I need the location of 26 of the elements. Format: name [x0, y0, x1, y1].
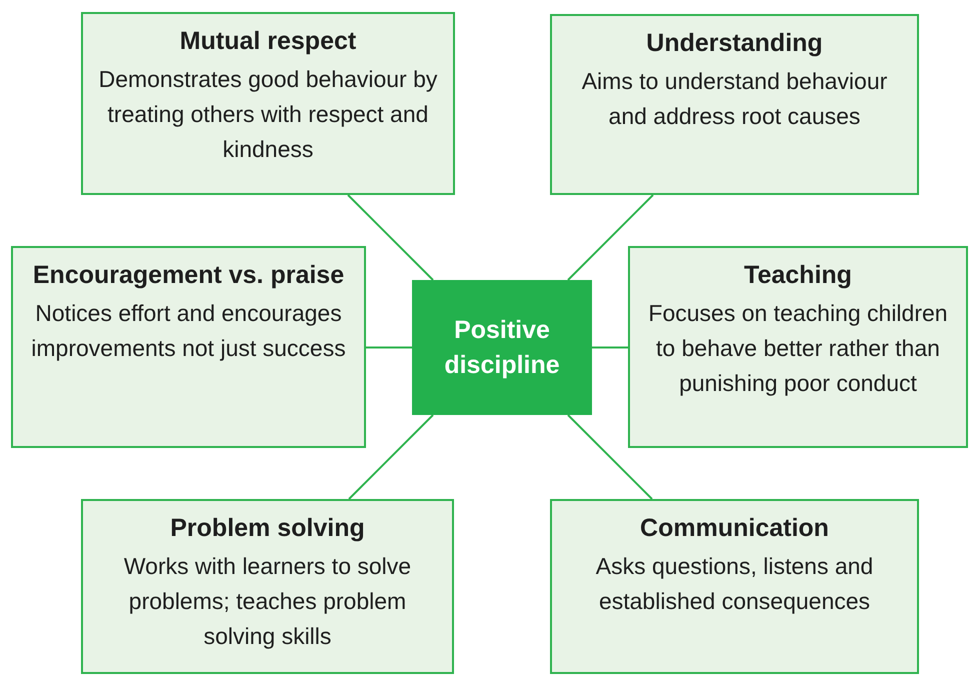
topic-box [550, 14, 919, 195]
connector-line [348, 414, 434, 500]
heading: Understanding [646, 28, 823, 59]
heading: Teaching [744, 260, 852, 291]
description: Notices effort and encourages improvements not just success [30, 299, 347, 363]
connector-line [567, 194, 654, 281]
heading: Communication [640, 513, 829, 544]
heading: Encouragement vs. praise [32, 260, 344, 291]
connector-line [366, 346, 412, 348]
description: Focuses on teaching children to behave better rather than punishing poor conduct [647, 299, 949, 398]
heading: Problem solving [170, 513, 365, 544]
description: Demonstrates good behaviour by treating others with respect and kindness [98, 65, 438, 164]
topic-box [11, 246, 366, 448]
connector-line [347, 194, 434, 281]
connector-line [592, 346, 628, 348]
topic-box [81, 499, 454, 674]
description: Aims to understand behaviour and address root causes [580, 67, 888, 131]
heading: Positive discipline [443, 314, 561, 380]
heading: Mutual respect [180, 26, 356, 57]
description: Asks questions, listens and established consequences [594, 552, 874, 616]
central-box [412, 280, 592, 415]
topic-box [550, 499, 919, 674]
topic-box [628, 246, 968, 448]
connector-line [567, 414, 653, 500]
description: Works with learners to solve problems; teaches problem solving skills [122, 552, 412, 651]
topic-box [81, 12, 455, 195]
